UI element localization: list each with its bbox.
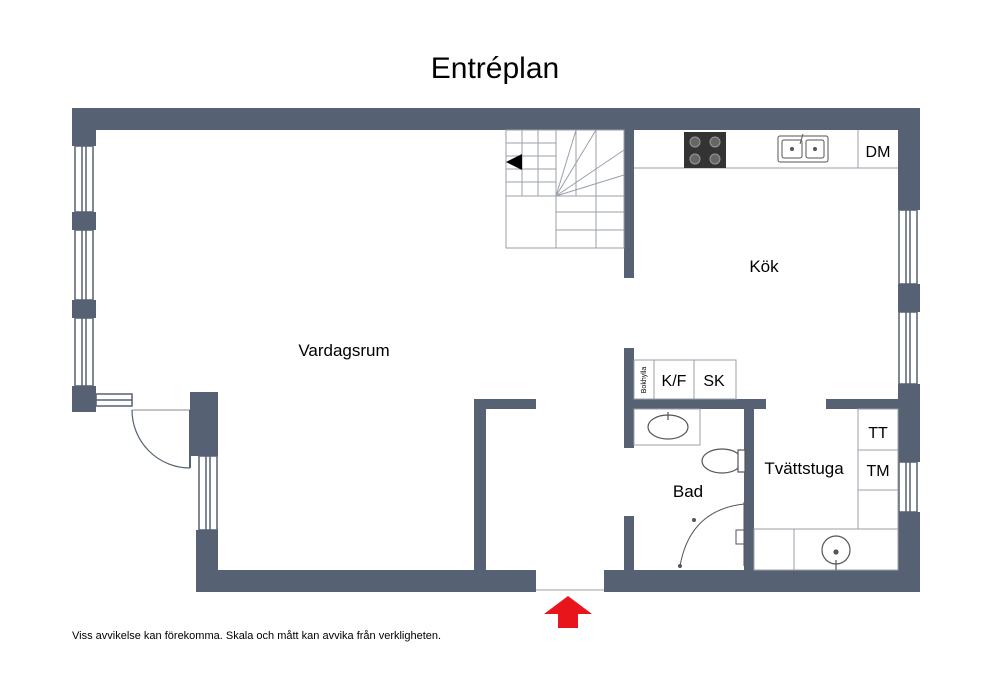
window-entrance	[198, 455, 218, 531]
storage-units	[633, 359, 737, 400]
window-left-3	[74, 317, 94, 387]
dishwasher-label: DM	[866, 144, 891, 161]
washbasin-icon	[647, 412, 689, 440]
dryer-label: TT	[868, 425, 888, 442]
entrance-door	[131, 409, 191, 469]
laundry-units	[753, 408, 899, 571]
windows	[74, 145, 918, 531]
walls	[72, 108, 920, 592]
fridge-freezer-label: K/F	[662, 373, 687, 390]
window-left-2	[74, 229, 94, 301]
room-label-kitchen: Kök	[749, 257, 779, 276]
disclaimer-text: Viss avvikelse kan förekomma. Skala och …	[72, 630, 442, 642]
toilet-icon	[701, 448, 746, 474]
bookshelf-label: Bokhylla	[641, 367, 648, 394]
kitchen-counter	[634, 130, 898, 169]
room-label-bath: Bad	[673, 482, 703, 501]
plan-title: Entréplan	[430, 52, 560, 85]
laundry-sink-icon	[821, 535, 851, 570]
staircase	[505, 129, 625, 249]
shower-curtain	[678, 502, 745, 568]
room-label-living: Vardagsrum	[298, 341, 389, 360]
window-right-1	[898, 209, 918, 285]
stair-direction-arrow	[506, 154, 522, 170]
washer-label: TM	[866, 463, 889, 480]
window-right-2	[898, 311, 918, 385]
cabinet-label: SK	[703, 373, 725, 390]
stove-icon	[684, 132, 726, 168]
window-right-3	[898, 461, 918, 513]
window-left-1	[74, 145, 94, 213]
room-label-laundry: Tvättstuga	[764, 459, 844, 478]
bath-counter	[633, 408, 701, 446]
sink-icon	[777, 133, 829, 163]
entrance-arrow-icon	[544, 596, 592, 628]
window-door-top	[95, 393, 133, 407]
